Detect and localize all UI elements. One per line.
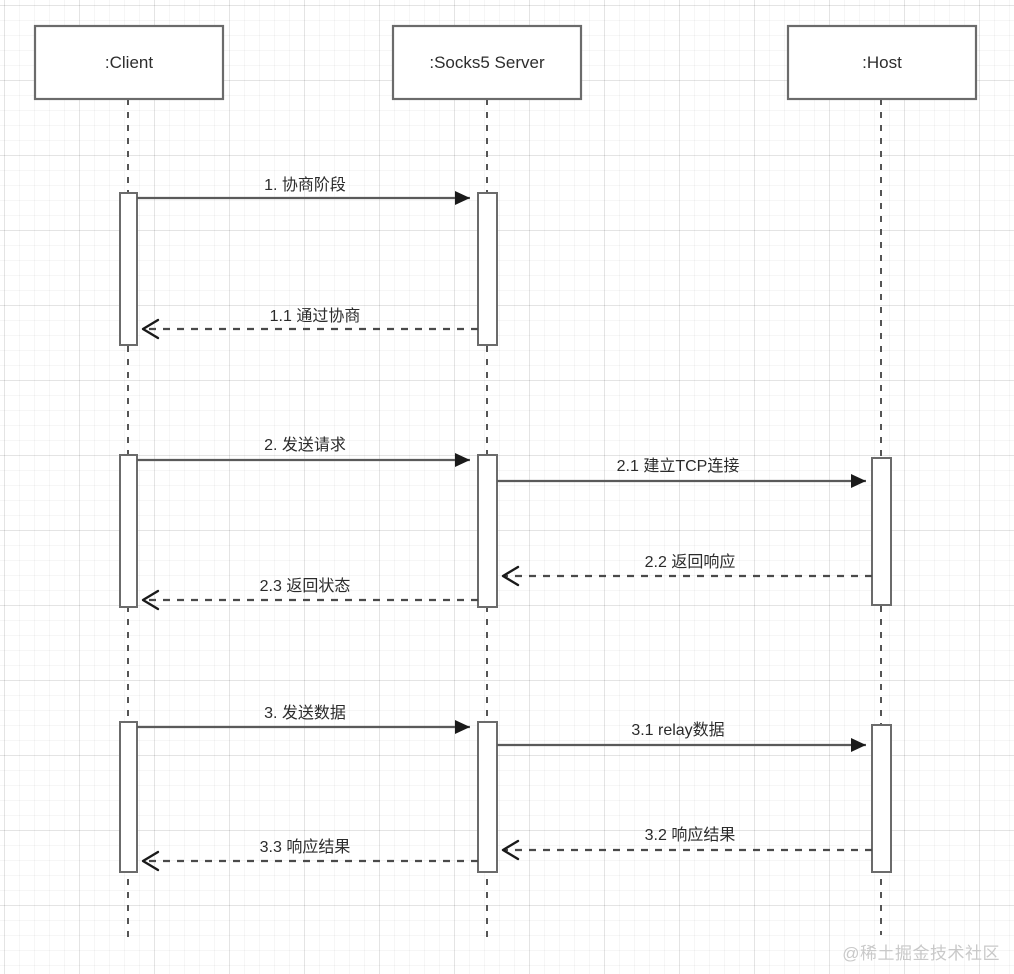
message-label-m2_2: 2.2 返回响应 xyxy=(645,552,736,571)
activations-layer xyxy=(119,192,892,873)
watermark-label: @稀土掘金技术社区 xyxy=(842,944,1000,963)
message-label-m2: 2. 发送请求 xyxy=(264,436,346,454)
arrowhead-filled-m3 xyxy=(455,720,470,734)
activation-bar-client[interactable] xyxy=(119,454,138,608)
activation-bar-host[interactable] xyxy=(871,724,892,873)
participant-rect-host xyxy=(786,24,978,101)
arrowhead-filled-m1 xyxy=(455,191,470,205)
activation-bar-server[interactable] xyxy=(477,454,498,608)
message-m3[interactable]: 3. 发送数据 xyxy=(137,704,470,734)
message-label-m3_3: 3.3 响应结果 xyxy=(260,837,351,856)
message-m2_3[interactable]: 2.3 返回状态 xyxy=(141,577,478,611)
message-m3_2[interactable]: 3.2 响应结果 xyxy=(501,825,872,861)
participant-rect-server xyxy=(391,24,583,101)
message-label-m2_1: 2.1 建立TCP连接 xyxy=(617,457,740,475)
arrowhead-open-m3_3 xyxy=(141,850,160,872)
participant-box-server[interactable]: :Socks5 Server xyxy=(391,24,583,101)
message-m1[interactable]: 1. 协商阶段 xyxy=(137,176,470,205)
participant-rect-client xyxy=(33,24,225,101)
activation-bar-client[interactable] xyxy=(119,721,138,873)
message-label-m2_3: 2.3 返回状态 xyxy=(260,577,351,595)
participant-label-client: :Client xyxy=(105,53,153,72)
arrowhead-filled-m2_1 xyxy=(851,474,866,488)
message-label-m1_1: 1.1 通过协商 xyxy=(270,307,361,325)
message-m3_1[interactable]: 3.1 relay数据 xyxy=(497,721,866,752)
message-m2[interactable]: 2. 发送请求 xyxy=(137,436,470,467)
participant-box-client[interactable]: :Client xyxy=(33,24,225,101)
lifelines-layer xyxy=(127,99,882,940)
arrowhead-open-m2_3 xyxy=(141,589,160,611)
message-label-m3: 3. 发送数据 xyxy=(264,704,346,722)
message-m1_1[interactable]: 1.1 通过协商 xyxy=(141,307,478,340)
arrowhead-filled-m3_1 xyxy=(851,738,866,752)
activation-bar-server[interactable] xyxy=(477,721,498,873)
arrowhead-open-m1_1 xyxy=(141,318,160,340)
participant-label-host: :Host xyxy=(862,53,902,72)
arrowhead-open-m3_2 xyxy=(501,839,520,861)
activation-bar-server[interactable] xyxy=(477,192,498,346)
message-m3_3[interactable]: 3.3 响应结果 xyxy=(141,837,478,872)
message-m2_1[interactable]: 2.1 建立TCP连接 xyxy=(497,457,866,488)
participants-layer: :Client :Socks5 Server :Host xyxy=(33,24,978,101)
message-label-m3_2: 3.2 响应结果 xyxy=(645,825,736,844)
messages-layer: 1. 协商阶段 1.1 通过协商 2. 发送请求 2.1 建立TCP连接 2.2 返回响… xyxy=(137,176,872,872)
participant-box-host[interactable]: :Host xyxy=(786,24,978,101)
activation-bar-client[interactable] xyxy=(119,192,138,346)
message-label-m1: 1. 协商阶段 xyxy=(264,176,346,194)
arrowhead-filled-m2 xyxy=(455,453,470,467)
message-label-m3_1: 3.1 relay数据 xyxy=(631,721,724,739)
participant-label-server: :Socks5 Server xyxy=(429,53,545,72)
arrowhead-open-m2_2 xyxy=(501,565,520,587)
message-m2_2[interactable]: 2.2 返回响应 xyxy=(501,552,872,587)
activation-bar-host[interactable] xyxy=(871,457,892,606)
